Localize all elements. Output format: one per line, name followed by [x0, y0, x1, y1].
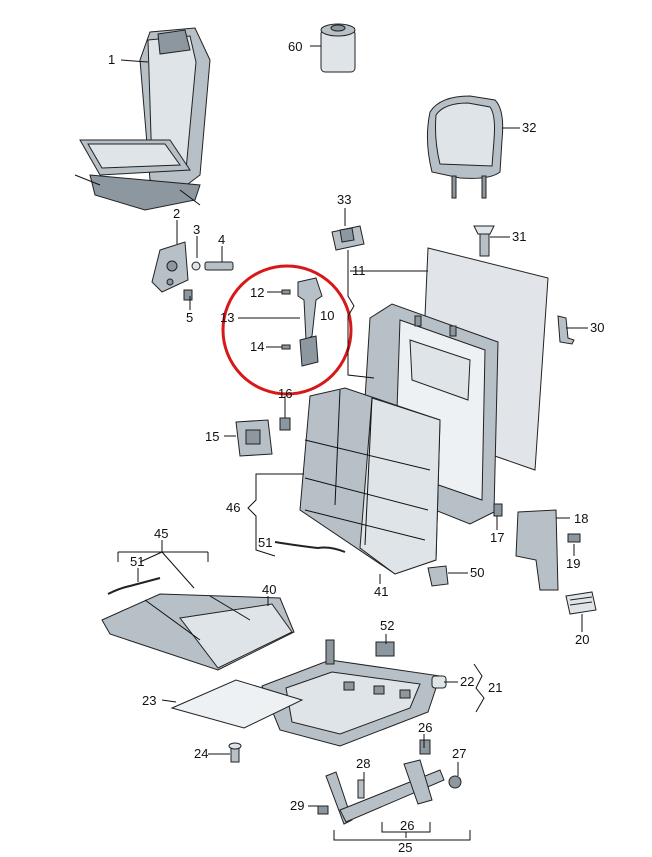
- leg-assembly-part: [317, 739, 462, 825]
- callout-24: 24: [194, 746, 208, 761]
- callout-31: 31: [512, 229, 526, 244]
- cylinder-part: [320, 23, 356, 73]
- guide-sleeve-part: [473, 225, 495, 257]
- callout-18: 18: [574, 511, 588, 526]
- seat-frame-part: [261, 639, 447, 747]
- callout-30: 30: [590, 320, 604, 335]
- callout-41: 41: [374, 584, 388, 599]
- callout-46: 46: [226, 500, 240, 515]
- callout-10: 10: [320, 308, 334, 323]
- callout-26-upper: 26: [418, 720, 432, 735]
- callout-52: 52: [380, 618, 394, 633]
- callout-51-lower: 51: [130, 554, 144, 569]
- callout-23: 23: [142, 693, 156, 708]
- release-lever-assembly: [281, 277, 323, 367]
- pin-part-24: [228, 742, 242, 763]
- bracket-part-33: [331, 225, 365, 251]
- seat-cushion-part: [101, 593, 295, 671]
- callout-28: 28: [356, 756, 370, 771]
- callout-60: 60: [288, 39, 302, 54]
- headrest-part: [426, 95, 504, 199]
- backrest-cover-part: [299, 387, 441, 575]
- hinge-bracket-part: [151, 241, 234, 301]
- complete-seat-part: [74, 27, 211, 211]
- callout-17: 17: [490, 530, 504, 545]
- callout-5: 5: [186, 310, 193, 325]
- side-bracket-part: [427, 503, 597, 615]
- callout-3: 3: [193, 222, 200, 237]
- pad-part-52: [375, 641, 395, 657]
- callout-2: 2: [173, 206, 180, 221]
- callout-32: 32: [522, 120, 536, 135]
- callout-19: 19: [566, 556, 580, 571]
- callout-29: 29: [290, 798, 304, 813]
- clip-part-30: [557, 315, 575, 345]
- latch-plate-part: [235, 417, 291, 457]
- callout-33: 33: [337, 192, 351, 207]
- callout-22: 22: [460, 674, 474, 689]
- callout-40: 40: [262, 582, 276, 597]
- callout-11: 11: [352, 263, 366, 278]
- callout-16: 16: [278, 386, 292, 401]
- sheet-part-23: [170, 679, 304, 729]
- callout-1: 1: [108, 52, 115, 67]
- callout-labels: 1 2 3 4 5 10 11 12 13 14 15 16 17 18 19 …: [108, 39, 604, 855]
- callout-12: 12: [250, 285, 264, 300]
- wire-part-51-lower: [107, 577, 161, 595]
- callout-26-lower: 26: [400, 818, 414, 833]
- callout-45: 45: [154, 526, 168, 541]
- callout-4: 4: [218, 232, 225, 247]
- callout-51-upper: 51: [258, 535, 272, 550]
- callout-25: 25: [398, 840, 412, 855]
- callout-50: 50: [470, 565, 484, 580]
- wire-part-51-upper: [274, 541, 346, 553]
- callout-15: 15: [205, 429, 219, 444]
- callout-13: 13: [220, 310, 234, 325]
- callout-20: 20: [575, 632, 589, 647]
- leader-lines: [117, 45, 588, 841]
- callout-21: 21: [488, 680, 502, 695]
- highlight-circle: [221, 264, 353, 396]
- callout-27: 27: [452, 746, 466, 761]
- callout-14: 14: [250, 339, 264, 354]
